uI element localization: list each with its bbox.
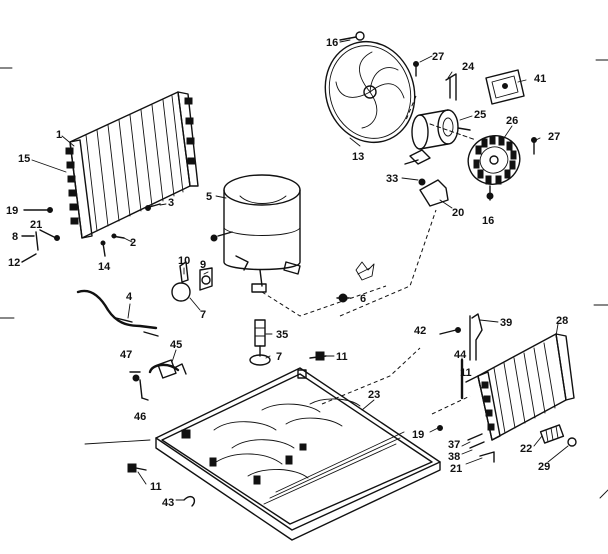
right-small-parts (437, 424, 577, 463)
thermostat-parts (439, 313, 483, 400)
label-21-right: 21 (450, 463, 462, 475)
screw-bottom-parts (127, 463, 196, 507)
condenser-coil (65, 91, 199, 239)
label-7-mid: 7 (276, 351, 282, 363)
label-23: 23 (368, 389, 380, 401)
left-small-parts (21, 203, 161, 263)
label-9: 9 (200, 259, 206, 271)
suction-tube (76, 289, 159, 337)
label-25: 25 (474, 109, 486, 121)
part-labels: 1 15 19 21 8 12 3 2 14 5 16 13 27 24 41 … (6, 37, 568, 509)
label-19-left: 19 (6, 205, 18, 217)
label-13: 13 (352, 151, 364, 163)
label-29: 29 (538, 461, 550, 473)
margin-marks (0, 59, 608, 499)
valve-assembly (129, 359, 187, 401)
label-11-mid: 11 (336, 351, 348, 363)
label-1: 1 (56, 129, 62, 141)
label-10: 10 (178, 255, 190, 267)
label-19-right: 19 (412, 429, 424, 441)
fan-motor (404, 109, 477, 207)
label-6: 6 (360, 293, 366, 305)
label-12: 12 (8, 257, 20, 269)
motor-mount-parts (413, 61, 537, 155)
label-22: 22 (520, 443, 532, 455)
blower-wheel (467, 135, 521, 201)
label-39: 39 (500, 317, 512, 329)
fan-blade (324, 31, 416, 144)
label-47: 47 (120, 349, 132, 361)
label-37: 37 (448, 439, 460, 451)
evaporator-coil (477, 333, 575, 441)
label-35: 35 (276, 329, 288, 341)
label-41: 41 (534, 73, 546, 85)
label-11-bottom: 11 (150, 481, 162, 493)
label-2: 2 (130, 237, 136, 249)
label-16-top: 16 (326, 37, 338, 49)
label-14: 14 (98, 261, 111, 273)
label-20: 20 (452, 207, 464, 219)
label-4: 4 (126, 291, 133, 303)
label-16-right: 16 (482, 215, 494, 227)
label-45: 45 (170, 339, 182, 351)
label-11-right: 11 (460, 367, 472, 379)
label-3: 3 (168, 197, 174, 209)
label-46: 46 (134, 411, 146, 423)
label-21-left: 21 (30, 219, 42, 231)
label-5: 5 (206, 191, 212, 203)
grommet-parts (336, 261, 375, 303)
capillary-tube (249, 319, 271, 366)
label-24: 24 (462, 61, 475, 73)
label-42: 42 (414, 325, 426, 337)
label-28: 28 (556, 315, 568, 327)
label-38: 38 (448, 451, 460, 463)
base-pan (155, 367, 441, 541)
label-7-left: 7 (200, 309, 206, 321)
label-27-right: 27 (548, 131, 560, 143)
screw-mid (309, 351, 327, 361)
compressor (210, 174, 301, 293)
label-26: 26 (506, 115, 518, 127)
label-44: 44 (454, 349, 467, 361)
compressor-electrical-parts (171, 261, 213, 302)
label-33: 33 (386, 173, 398, 185)
label-8: 8 (12, 231, 18, 243)
assembly-lines (261, 95, 471, 415)
label-27-top: 27 (432, 51, 444, 63)
label-43: 43 (162, 497, 174, 509)
label-15: 15 (18, 153, 30, 165)
leader-lines (31, 39, 569, 501)
